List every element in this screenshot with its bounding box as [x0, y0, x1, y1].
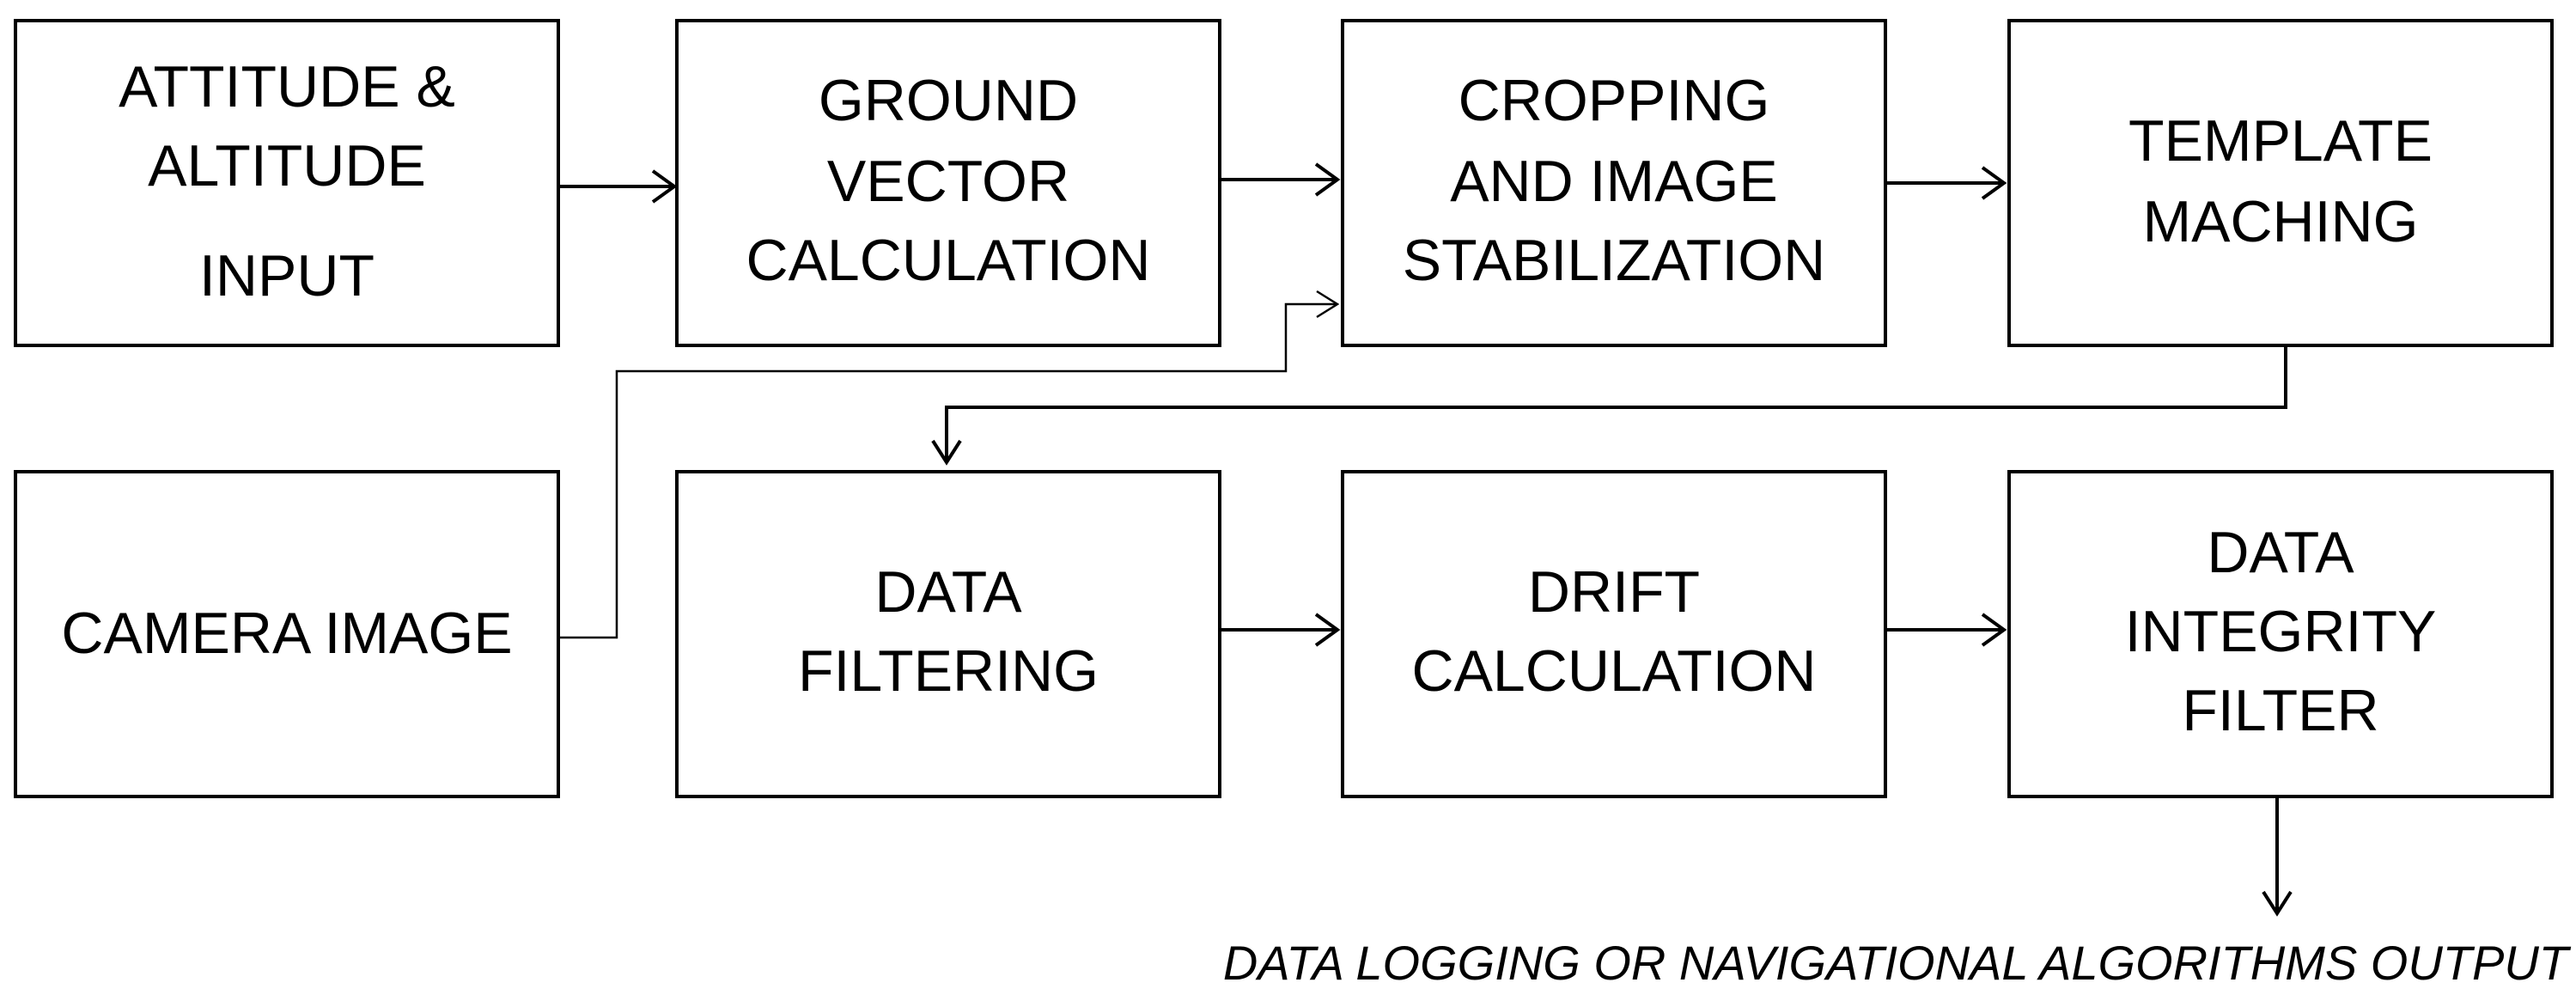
box-label-line: TEMPLATE — [2128, 108, 2433, 174]
box-label-line: VECTOR — [827, 149, 1069, 214]
box-data-filtering: DATA FILTERING — [675, 470, 1221, 798]
box-outline — [1341, 19, 1887, 347]
connectors — [560, 162, 2293, 917]
box-template-matching: TEMPLATE MACHING — [2007, 19, 2554, 347]
arrow-data-filtering-to-drift — [1221, 613, 1341, 647]
arrow-camera-to-cropping — [560, 290, 1340, 639]
box-label-line: DRIFT — [1528, 559, 1700, 625]
box-label-line: FILTER — [2182, 678, 2378, 743]
arrow-drift-to-data-integrity — [1887, 613, 2007, 647]
arrow-data-integrity-to-output — [2262, 798, 2293, 917]
process-boxes: ATTITUDE & ALTITUDE INPUT GROUND VECTOR CALCU… — [14, 19, 2554, 798]
box-label-line: MACHING — [2142, 189, 2418, 254]
box-cropping-image-stabilization: CROPPING AND IMAGE STABILIZATION — [1341, 19, 1887, 347]
box-outline — [675, 19, 1221, 347]
arrow-cropping-to-template — [1887, 166, 2007, 200]
box-outline — [14, 470, 560, 798]
output-label: DATA LOGGING OR NAVIGATIONAL ALGORITHMS … — [1223, 936, 2572, 990]
box-outline — [2007, 19, 2554, 347]
box-label-line: AND IMAGE — [1450, 149, 1778, 214]
box-drift-calculation: DRIFT CALCULATION — [1341, 470, 1887, 798]
box-data-integrity-filter: DATA INTEGRITY FILTER — [2007, 470, 2554, 798]
arrow-attitude-to-ground-vector — [560, 169, 678, 204]
box-label-line: CALCULATION — [1411, 638, 1816, 704]
arrow-ground-vector-to-cropping — [1221, 162, 1341, 197]
box-label-line: CALCULATION — [746, 228, 1150, 293]
box-label-line: FILTERING — [798, 638, 1099, 704]
box-label-line: DATA — [874, 559, 1022, 625]
box-attitude-altitude-input: ATTITUDE & ALTITUDE INPUT — [14, 19, 560, 347]
box-outline — [675, 470, 1221, 798]
box-outline — [1341, 470, 1887, 798]
box-camera-image: CAMERA IMAGE — [14, 470, 560, 798]
box-outline — [2007, 470, 2554, 798]
box-label-line: INPUT — [199, 243, 375, 308]
box-ground-vector-calculation: GROUND VECTOR CALCULATION — [675, 19, 1221, 347]
box-label-line: ALTITUDE — [148, 133, 426, 198]
box-label-line: CROPPING — [1459, 68, 1770, 133]
box-label-line: ATTITUDE & — [119, 54, 455, 119]
box-outline — [14, 19, 560, 347]
box-label-line: STABILIZATION — [1403, 228, 1825, 293]
box-label-line: INTEGRITY — [2125, 599, 2437, 664]
box-label-line: DATA — [2207, 520, 2354, 585]
box-label-line: GROUND — [819, 68, 1078, 133]
arrow-template-to-data-filtering — [931, 345, 2287, 466]
box-label-line: CAMERA IMAGE — [61, 601, 512, 666]
